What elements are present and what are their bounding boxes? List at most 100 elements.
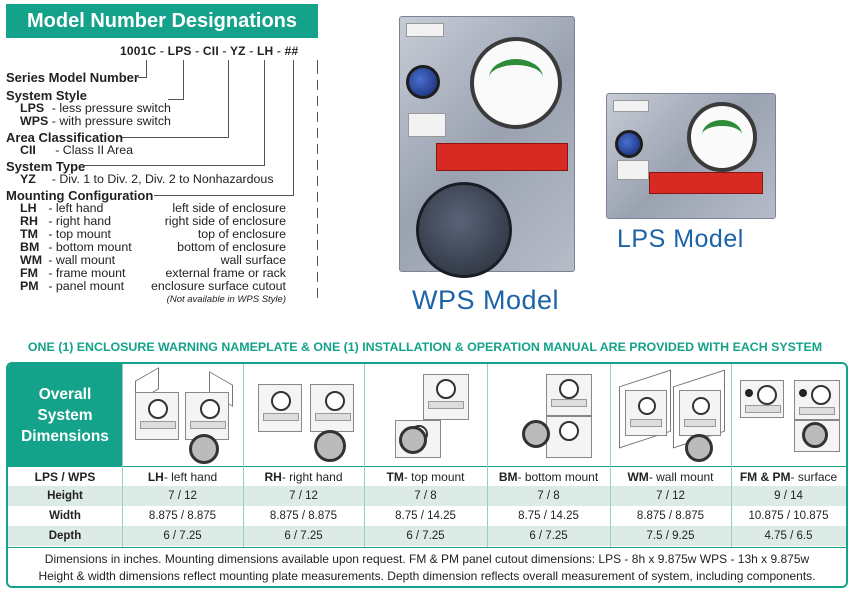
grid-line [122, 466, 123, 547]
connector-line [317, 112, 318, 122]
info-plate [408, 113, 446, 137]
wm-illustration [610, 364, 732, 466]
lps-enclosure-photo [606, 93, 776, 219]
connector-line [317, 144, 318, 154]
legend-item: RH - right hand [20, 214, 112, 228]
legend-item: LH - left hand [20, 201, 104, 215]
connector-line [264, 60, 265, 166]
connector-line [317, 288, 318, 298]
lps-model-caption: LPS Model [617, 225, 744, 253]
wps-model-caption: WPS Model [412, 285, 560, 315]
legend-detail: right side of enclosure [164, 214, 286, 228]
legend-detail: enclosure surface cutout [151, 279, 286, 293]
code-sep: - [276, 44, 282, 58]
table-cell: 7.5 / 9.25 [646, 530, 695, 542]
mounting-heading: Mounting Configuration [6, 188, 154, 203]
rh-illustration [243, 364, 365, 466]
tm-illustration [364, 364, 488, 466]
table-row: Depth 6 / 7.25 6 / 7.25 6 / 7.25 6 / 7.2… [8, 526, 846, 546]
warning-plate [649, 172, 763, 194]
col-header-tm: TM - top mount [386, 470, 465, 484]
legend-item: PM - panel mount [20, 279, 125, 293]
table-cell: 6 / 7.25 [529, 530, 568, 542]
wps-note: (Not available in WPS Style) [166, 294, 286, 305]
table-cell: 10.875 / 10.875 [748, 510, 829, 522]
connector-line [317, 176, 318, 186]
grid-line [731, 466, 732, 547]
info-plate [617, 160, 649, 180]
legend-item: TM - top mount [20, 227, 112, 241]
lh-illustration [122, 364, 244, 466]
legend-item: BM - bottom mount [20, 240, 132, 254]
connector-line [317, 96, 318, 106]
table-cell: 8.75 / 14.25 [395, 510, 456, 522]
table-footnote: Dimensions in inches. Mounting dimension… [8, 547, 846, 586]
system-type-heading: System Type [6, 159, 86, 174]
row-label: Depth [48, 530, 82, 542]
code-part-series: 1001C [120, 44, 157, 58]
table-row: Width 8.875 / 8.875 8.875 / 8.875 8.75 /… [8, 506, 846, 526]
legend-item: FM - frame mount [20, 266, 126, 280]
nameplate [613, 100, 649, 112]
table-cell: 4.75 / 6.5 [764, 530, 813, 542]
grid-line [364, 466, 365, 547]
included-items-notice: ONE (1) ENCLOSURE WARNING NAMEPLATE & ON… [27, 340, 823, 354]
connector-line [122, 137, 229, 138]
table-cell: 9 / 14 [774, 490, 803, 502]
code-part-suffix: ## [284, 44, 299, 58]
connector-line [317, 256, 318, 266]
code-sep: - [195, 44, 200, 58]
table-corner-title: Overall System Dimensions [8, 364, 122, 466]
connector-line [154, 195, 294, 196]
table-cell: 8.875 / 8.875 [269, 510, 338, 522]
table-cell: 7 / 8 [537, 490, 560, 502]
connector-line [228, 60, 229, 138]
legend-detail: bottom of enclosure [177, 240, 286, 254]
legend-item: WPS - with pressure switch [20, 114, 171, 128]
table-cell: 6 / 7.25 [163, 530, 202, 542]
connector-line [146, 60, 147, 78]
code-part-style: LPS [167, 44, 192, 58]
table-cell: 7 / 12 [289, 490, 318, 502]
pressure-gauge-icon [687, 102, 757, 172]
model-number-code: 1001C - LPS - CII - YZ - LH - ## [120, 44, 298, 58]
row-label: Height [47, 490, 83, 502]
col-header-rh: RH - right hand [264, 470, 343, 484]
code-part-area: CII [202, 44, 219, 58]
legend-item: YZ - Div. 1 to Div. 2, Div. 2 to Nonhaza… [20, 172, 274, 186]
warning-plate [436, 143, 568, 171]
legend-detail: external frame or rack [165, 266, 286, 280]
connector-line [317, 128, 318, 138]
corner-line: Overall [38, 385, 92, 403]
knob-icon [406, 65, 440, 99]
table-cell: 7 / 12 [168, 490, 197, 502]
knob-icon [615, 130, 643, 158]
grid-line [487, 466, 488, 547]
connector-line [317, 272, 318, 282]
connector-line [317, 192, 318, 202]
connector-line [183, 60, 184, 100]
connector-line [138, 77, 147, 78]
table-row: Height 7 / 12 7 / 12 7 / 8 7 / 8 7 / 12 … [8, 486, 846, 506]
col-header-fm-pm: FM & PM - surface [739, 470, 838, 484]
col-header-wm: WM - wall mount [627, 470, 714, 484]
connector-line [317, 60, 318, 74]
connector-line [317, 240, 318, 250]
connector-line [84, 165, 265, 166]
pressure-gauge-icon [470, 37, 562, 129]
row-label-header: LPS / WPS [34, 470, 96, 484]
col-header-lh: LH - left hand [147, 470, 218, 484]
wps-enclosure-photo [399, 16, 575, 278]
col-header-bm: BM - bottom mount [498, 470, 599, 484]
code-part-type: YZ [229, 44, 246, 58]
legend-detail: top of enclosure [197, 227, 286, 241]
bm-illustration [487, 364, 611, 466]
grid-line [243, 466, 244, 547]
legend-detail: left side of enclosure [172, 201, 286, 215]
legend-item: CII - Class II Area [20, 143, 134, 157]
legend-detail: wall surface [220, 253, 286, 267]
table-header-row: LPS / WPS LH - left hand RH - right hand… [8, 466, 846, 487]
table-cell: 8.75 / 14.25 [518, 510, 579, 522]
table-cell: 6 / 7.25 [284, 530, 323, 542]
fm-pm-illustration [731, 364, 846, 466]
